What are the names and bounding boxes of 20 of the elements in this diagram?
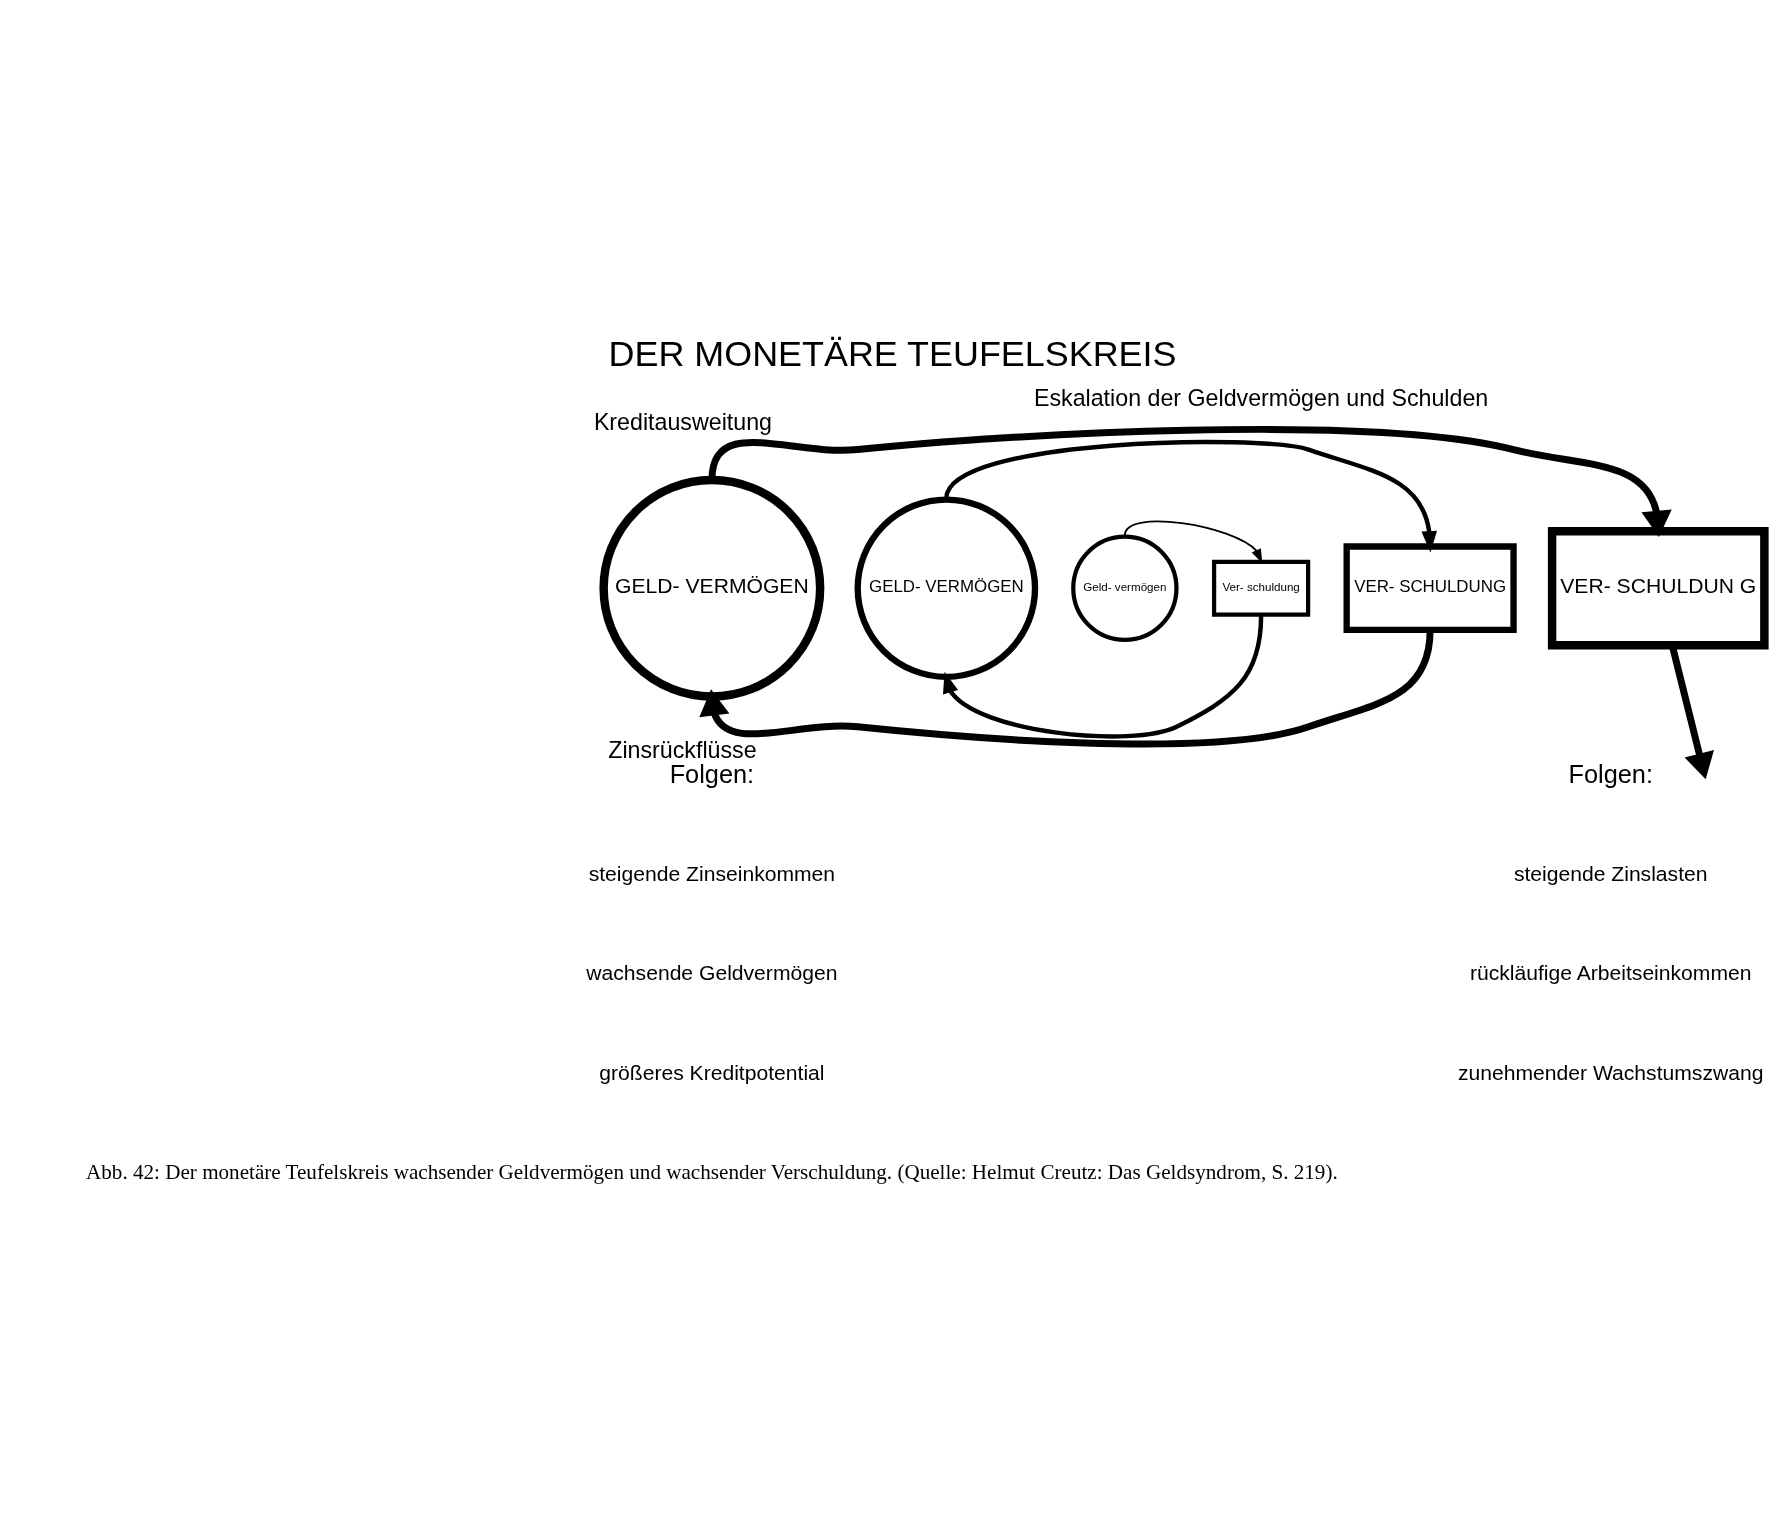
label: steigende Zinslasten — [1513, 862, 1708, 886]
arrow — [943, 439, 1437, 553]
label: zunehmender Wachstumszwang — [1457, 1060, 1763, 1084]
label: Eskalation der Geldvermögen und Schulden — [1033, 384, 1488, 411]
caption: Abb. 42: Der monetäre Teufelskreis wachsender Geldvermögen und wachsender Verschuldung. (Quelle: Helmut Creutz: Das Geldsyndrom, S. 219). — [85, 1159, 1338, 1184]
node-box: Ver- schuldung — [1211, 559, 1310, 617]
node-box: VER- SCHULDUNG — [1343, 543, 1517, 634]
arrow — [698, 630, 1434, 748]
edge-label: Kreditausweitung — [593, 408, 772, 435]
node-circle: Geld- vermögen — [1070, 534, 1179, 642]
node-circle: GELD- VERMÖGEN — [598, 475, 824, 701]
label: rückläufige Arbeitseinkommen — [1469, 961, 1752, 985]
label: steigende Zinseinkommen — [588, 862, 835, 886]
node-box: VER- SCHULDUN G — [1547, 526, 1769, 650]
diagram-title: DER MONETÄRE TEUFELSKREIS — [608, 333, 1176, 375]
label: wachsende Geldvermögen — [585, 961, 837, 985]
node-circle: GELD- VERMÖGEN — [854, 496, 1038, 681]
label: Folgen: — [1567, 760, 1653, 789]
arrow — [942, 615, 1263, 739]
label: größeres Kreditpotential — [598, 1060, 825, 1084]
